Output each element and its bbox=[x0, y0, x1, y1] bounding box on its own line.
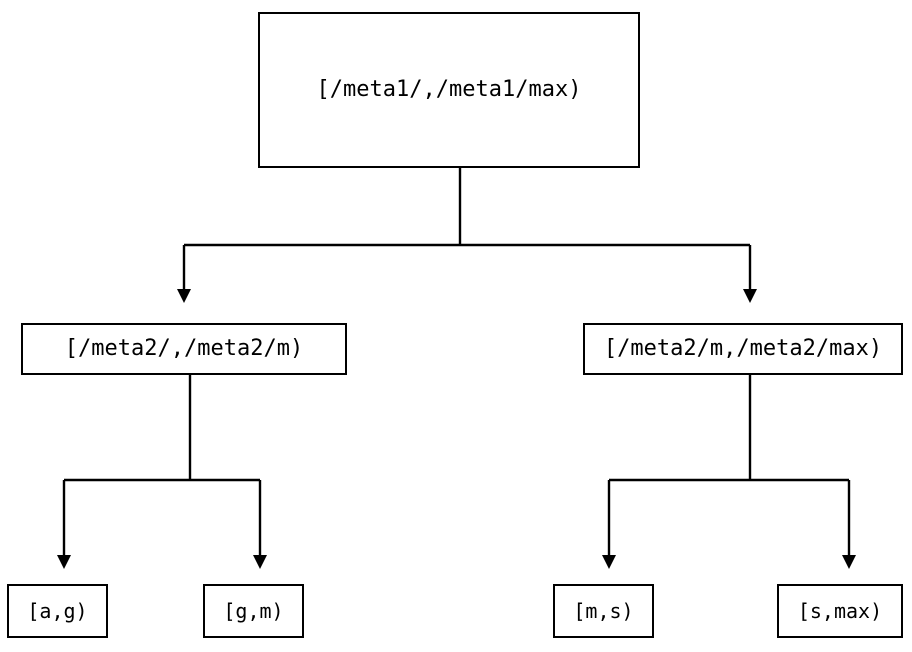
arrow-head-leaf-1 bbox=[57, 555, 71, 569]
node-mid-right-label: [/meta2/m,/meta2/max) bbox=[603, 336, 883, 361]
node-leaf-4-label: [s,max) bbox=[797, 599, 883, 623]
arrow-head-mid-left bbox=[177, 289, 191, 303]
node-leaf-1-label: [a,g) bbox=[27, 599, 88, 623]
node-mid-left-label: [/meta2/,/meta2/m) bbox=[64, 336, 304, 361]
node-mid-right[interactable]: [/meta2/m,/meta2/max) bbox=[583, 323, 903, 375]
node-leaf-3-label: [m,s) bbox=[573, 599, 634, 623]
node-mid-left[interactable]: [/meta2/,/meta2/m) bbox=[21, 323, 347, 375]
node-leaf-2[interactable]: [g,m) bbox=[203, 584, 304, 638]
arrow-head-leaf-4 bbox=[842, 555, 856, 569]
node-root[interactable]: [/meta1/,/meta1/max) bbox=[258, 12, 640, 168]
node-leaf-3[interactable]: [m,s) bbox=[553, 584, 654, 638]
arrow-head-leaf-2 bbox=[253, 555, 267, 569]
arrow-head-leaf-3 bbox=[602, 555, 616, 569]
arrow-head-mid-right bbox=[743, 289, 757, 303]
node-leaf-1[interactable]: [a,g) bbox=[7, 584, 108, 638]
node-root-label: [/meta1/,/meta1/max) bbox=[316, 77, 582, 102]
node-leaf-2-label: [g,m) bbox=[223, 599, 284, 623]
node-leaf-4[interactable]: [s,max) bbox=[777, 584, 903, 638]
